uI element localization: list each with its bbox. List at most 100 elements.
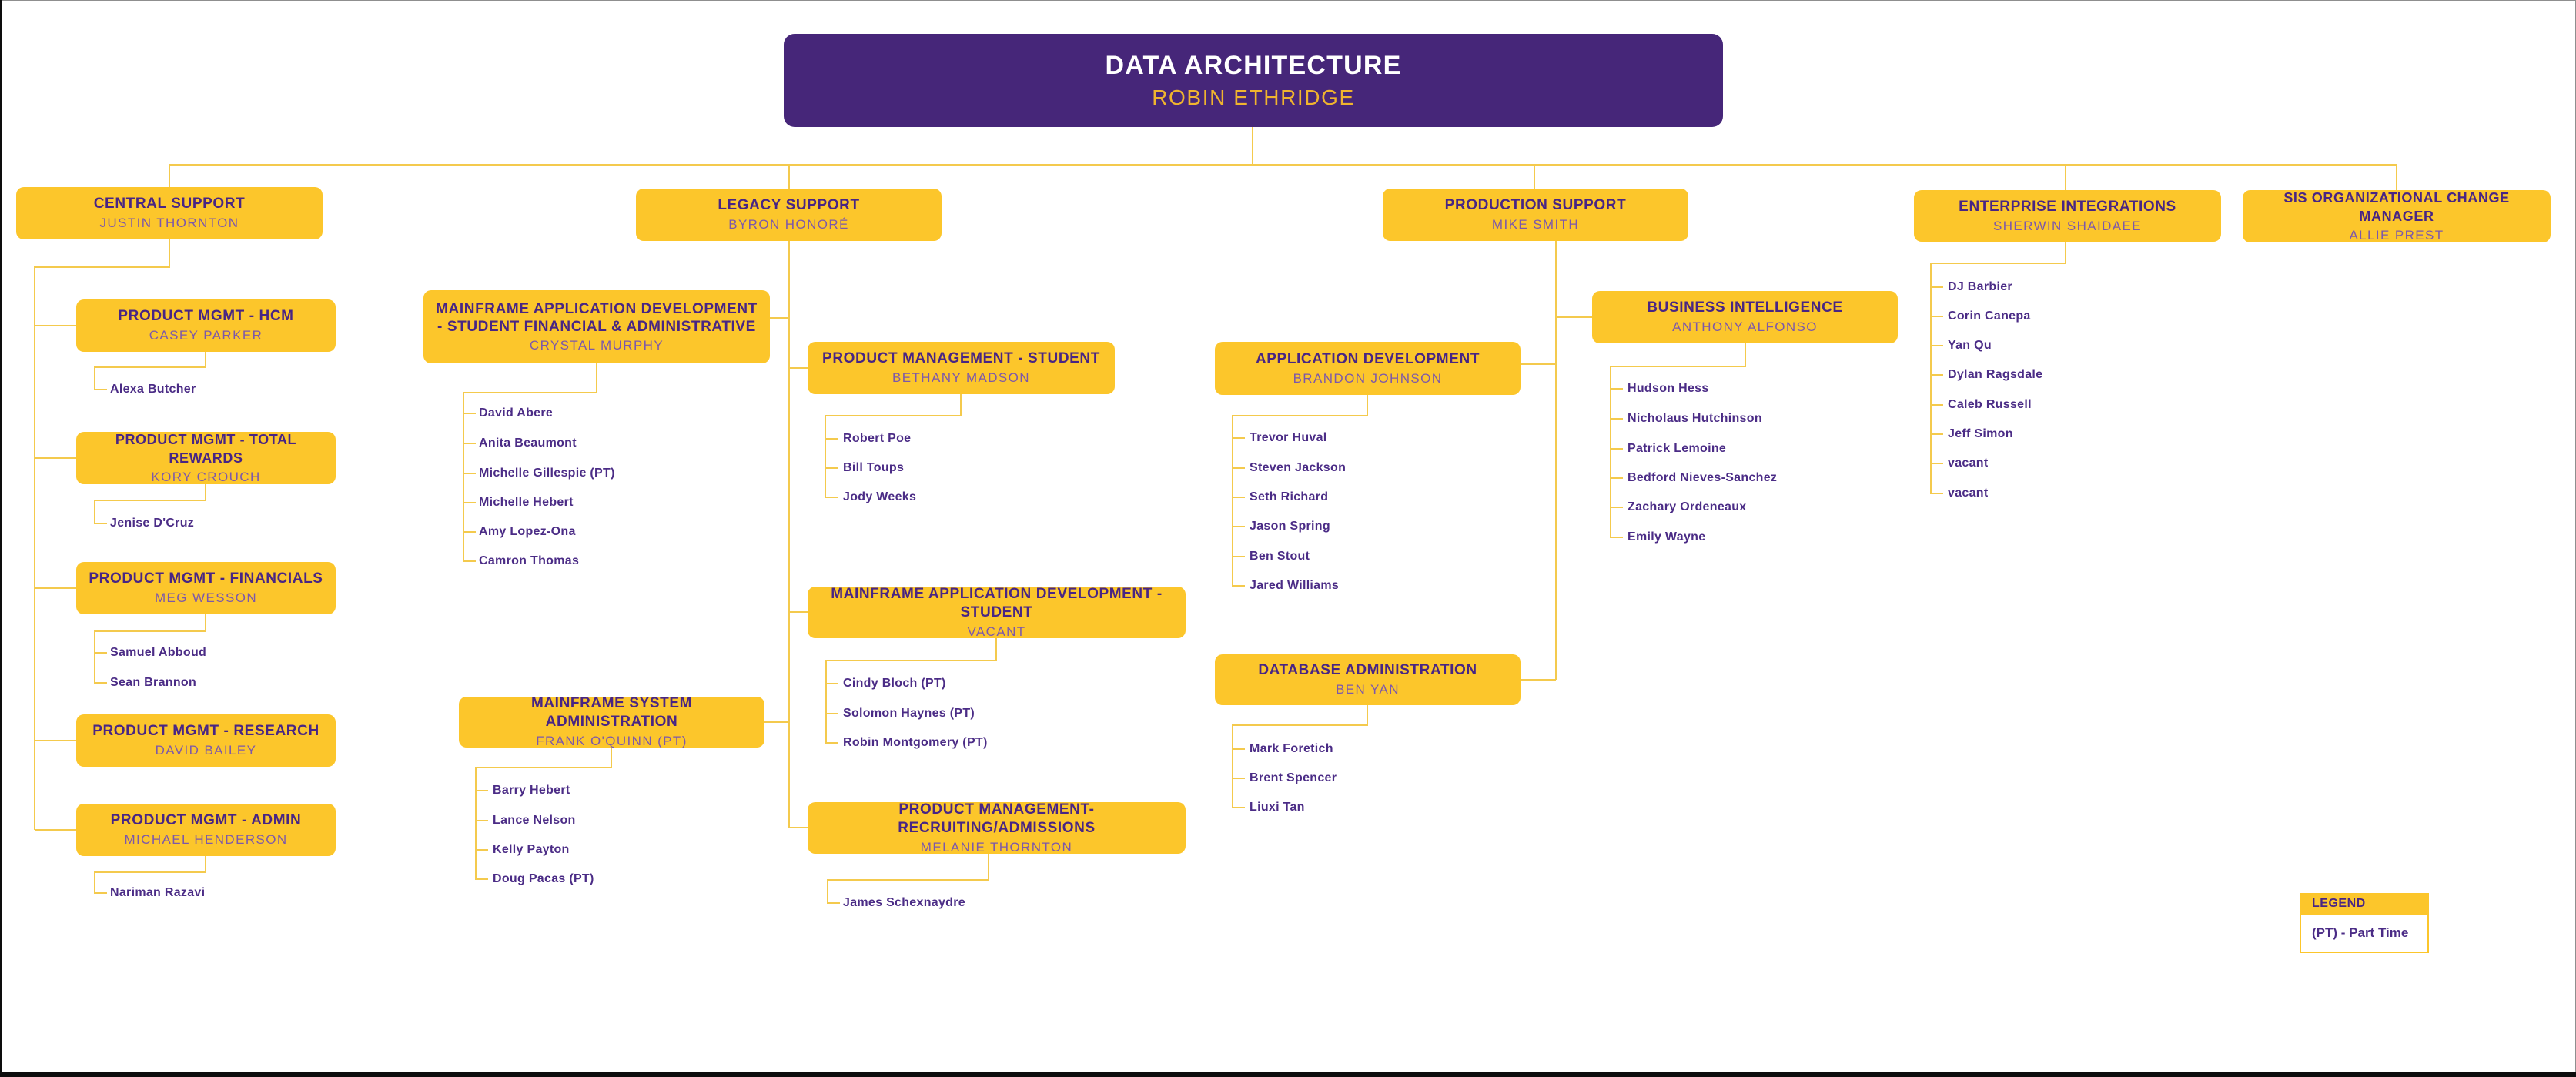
org-box-product-mgmt-admin: PRODUCT MGMT - ADMIN MICHAEL HENDERSON xyxy=(76,804,336,856)
member-name: Sean Brannon xyxy=(110,676,197,689)
member-name: Robin Montgomery (PT) xyxy=(843,736,988,749)
member-name: Amy Lopez-Ona xyxy=(479,525,576,538)
member-name: Steven Jackson xyxy=(1250,461,1347,474)
member-name: Jeff Simon xyxy=(1948,427,2013,440)
member-name: Brent Spencer xyxy=(1250,771,1337,784)
member-name: Alexa Butcher xyxy=(110,383,196,396)
member-name: Michelle Gillespie (PT) xyxy=(479,467,615,480)
member-name: Jenise D'Cruz xyxy=(110,517,195,530)
member-name: Anita Beaumont xyxy=(479,436,577,450)
org-box-manager: FRANK O'QUINN (PT) xyxy=(536,734,687,748)
member-name: Bill Toups xyxy=(843,461,905,474)
org-box-manager: CRYSTAL MURPHY xyxy=(529,337,664,353)
legend-title: LEGEND xyxy=(2300,893,2429,915)
member-name: Mark Foretich xyxy=(1250,742,1333,755)
org-box-title: PRODUCT MGMT - HCM xyxy=(118,308,294,324)
department-title: DATA ARCHITECTURE xyxy=(1105,51,1402,80)
org-box-mainframe-app-dev-student: MAINFRAME APPLICATION DEVELOPMENT - STUD… xyxy=(808,585,1186,639)
org-box-manager: BRANDON JOHNSON xyxy=(1293,370,1443,386)
member-name: Kelly Payton xyxy=(493,843,570,856)
org-box-manager: ANTHONY ALFONSO xyxy=(1672,319,1818,334)
member-name: Samuel Abboud xyxy=(110,646,207,659)
member-name: James Schexnaydre xyxy=(843,896,965,909)
member-name: Jason Spring xyxy=(1250,520,1330,533)
org-box-title: MAINFRAME SYSTEM ADMINISTRATION xyxy=(530,695,693,730)
org-box-manager: VACANT xyxy=(967,624,1026,639)
member-name: Zachary Ordeneaux xyxy=(1628,500,1747,513)
legend-entry: (PT) - Part Time xyxy=(2300,915,2429,953)
org-box-title: BUSINESS INTELLIGENCE xyxy=(1647,299,1843,316)
member-name: Solomon Haynes (PT) xyxy=(843,707,975,720)
member-name: vacant xyxy=(1948,487,1989,500)
org-box-application-development: APPLICATION DEVELOPMENT BRANDON JOHNSON xyxy=(1215,342,1521,395)
member-name: Jared Williams xyxy=(1250,579,1340,592)
member-name: Robert Poe xyxy=(843,432,912,445)
member-name: Dylan Ragsdale xyxy=(1948,368,2043,381)
member-name: Ben Stout xyxy=(1250,550,1310,563)
org-box-product-mgmt-research: PRODUCT MGMT - RESEARCH DAVID BAILEY xyxy=(76,714,336,767)
legend: LEGEND (PT) - Part Time xyxy=(2300,893,2429,953)
department-head: ROBIN ETHRIDGE xyxy=(1152,85,1355,109)
org-box-title: MAINFRAME APPLICATION DEVELOPMENT - STUD… xyxy=(436,300,758,335)
org-box-manager: MIKE SMITH xyxy=(1491,217,1580,232)
member-name: Seth Richard xyxy=(1250,490,1329,503)
org-box-manager: MELANIE THORNTON xyxy=(920,839,1073,855)
org-box-title: LEGACY SUPPORT xyxy=(718,197,860,213)
org-box-database-administration: DATABASE ADMINISTRATION BEN YAN xyxy=(1215,654,1521,705)
member-name: Doug Pacas (PT) xyxy=(493,872,594,885)
frame-border-left xyxy=(0,0,2,1077)
org-box-data-architecture: DATA ARCHITECTURE ROBIN ETHRIDGE xyxy=(784,34,1723,127)
org-box-title: MAINFRAME APPLICATION DEVELOPMENT - STUD… xyxy=(831,585,1163,620)
org-box-product-management-recruiting: PRODUCT MANAGEMENT- RECRUITING/ADMISSION… xyxy=(808,801,1186,855)
org-box-manager: BYRON HONORÉ xyxy=(728,217,849,232)
org-box-mainframe-system-administration: MAINFRAME SYSTEM ADMINISTRATION FRANK O'… xyxy=(459,695,764,748)
member-name: Corin Canepa xyxy=(1948,309,2031,323)
org-box-product-mgmt-financials: PRODUCT MGMT - FINANCIALS MEG WESSON xyxy=(76,562,336,614)
member-name: Nicholaus Hutchinson xyxy=(1628,412,1762,425)
org-box-manager: SHERWIN SHAIDAEE xyxy=(1992,218,2143,233)
org-box-manager: MICHAEL HENDERSON xyxy=(124,832,288,847)
member-name: David Abere xyxy=(479,406,554,420)
member-name: Liuxi Tan xyxy=(1250,801,1305,814)
member-name: Patrick Lemoine xyxy=(1628,442,1727,455)
member-name: Michelle Hebert xyxy=(479,496,574,509)
member-name: Jody Weeks xyxy=(843,490,917,503)
org-box-title: DATABASE ADMINISTRATION xyxy=(1258,662,1477,678)
org-box-manager: KORY CROUCH xyxy=(151,470,261,484)
member-name: Camron Thomas xyxy=(479,554,580,567)
member-name: Bedford Nieves-Sanchez xyxy=(1628,471,1778,484)
org-box-title: PRODUCT MGMT - ADMIN xyxy=(110,812,302,828)
member-name: Yan Qu xyxy=(1948,339,1992,352)
member-name: Hudson Hess xyxy=(1628,382,1709,395)
org-box-business-intelligence: BUSINESS INTELLIGENCE ANTHONY ALFONSO xyxy=(1592,291,1898,343)
member-name: vacant xyxy=(1948,457,1989,470)
member-name: Caleb Russell xyxy=(1948,398,2032,411)
org-box-title: CENTRAL SUPPORT xyxy=(93,196,246,212)
org-box-manager: ALLIE PREST xyxy=(2349,228,2444,242)
org-box-title: APPLICATION DEVELOPMENT xyxy=(1255,350,1480,367)
org-box-title: ENTERPRISE INTEGRATIONS xyxy=(1959,198,2176,215)
org-box-manager: CASEY PARKER xyxy=(149,328,263,343)
member-name: Emily Wayne xyxy=(1628,530,1706,544)
org-box-manager: JUSTIN THORNTON xyxy=(99,216,239,230)
org-box-manager: DAVID BAILEY xyxy=(155,743,257,758)
org-box-product-mgmt-hcm: PRODUCT MGMT - HCM CASEY PARKER xyxy=(76,299,336,352)
org-box-title: PRODUCT MGMT - FINANCIALS xyxy=(89,570,323,587)
frame-border-bottom xyxy=(0,1072,2576,1077)
org-box-title: SIS ORGANIZATIONAL CHANGE MANAGER xyxy=(2283,190,2510,224)
member-name: Cindy Bloch (PT) xyxy=(843,677,946,690)
org-box-manager: BETHANY MADSON xyxy=(892,370,1030,385)
org-box-mainframe-app-dev-sfa: MAINFRAME APPLICATION DEVELOPMENT - STUD… xyxy=(423,290,770,363)
org-box-central-support: CENTRAL SUPPORT JUSTIN THORNTON xyxy=(16,187,323,239)
org-box-manager: BEN YAN xyxy=(1336,682,1400,697)
member-name: Trevor Huval xyxy=(1250,431,1327,444)
org-box-title: PRODUCT MGMT - TOTAL REWARDS xyxy=(115,432,297,466)
org-box-legacy-support: LEGACY SUPPORT BYRON HONORÉ xyxy=(636,189,942,241)
org-box-production-support: PRODUCTION SUPPORT MIKE SMITH xyxy=(1383,189,1688,241)
org-box-title: PRODUCT MGMT - RESEARCH xyxy=(92,723,319,739)
org-box-manager: MEG WESSON xyxy=(154,590,257,605)
org-box-enterprise-integrations: ENTERPRISE INTEGRATIONS SHERWIN SHAIDAEE xyxy=(1914,190,2221,242)
member-name: Lance Nelson xyxy=(493,814,576,827)
